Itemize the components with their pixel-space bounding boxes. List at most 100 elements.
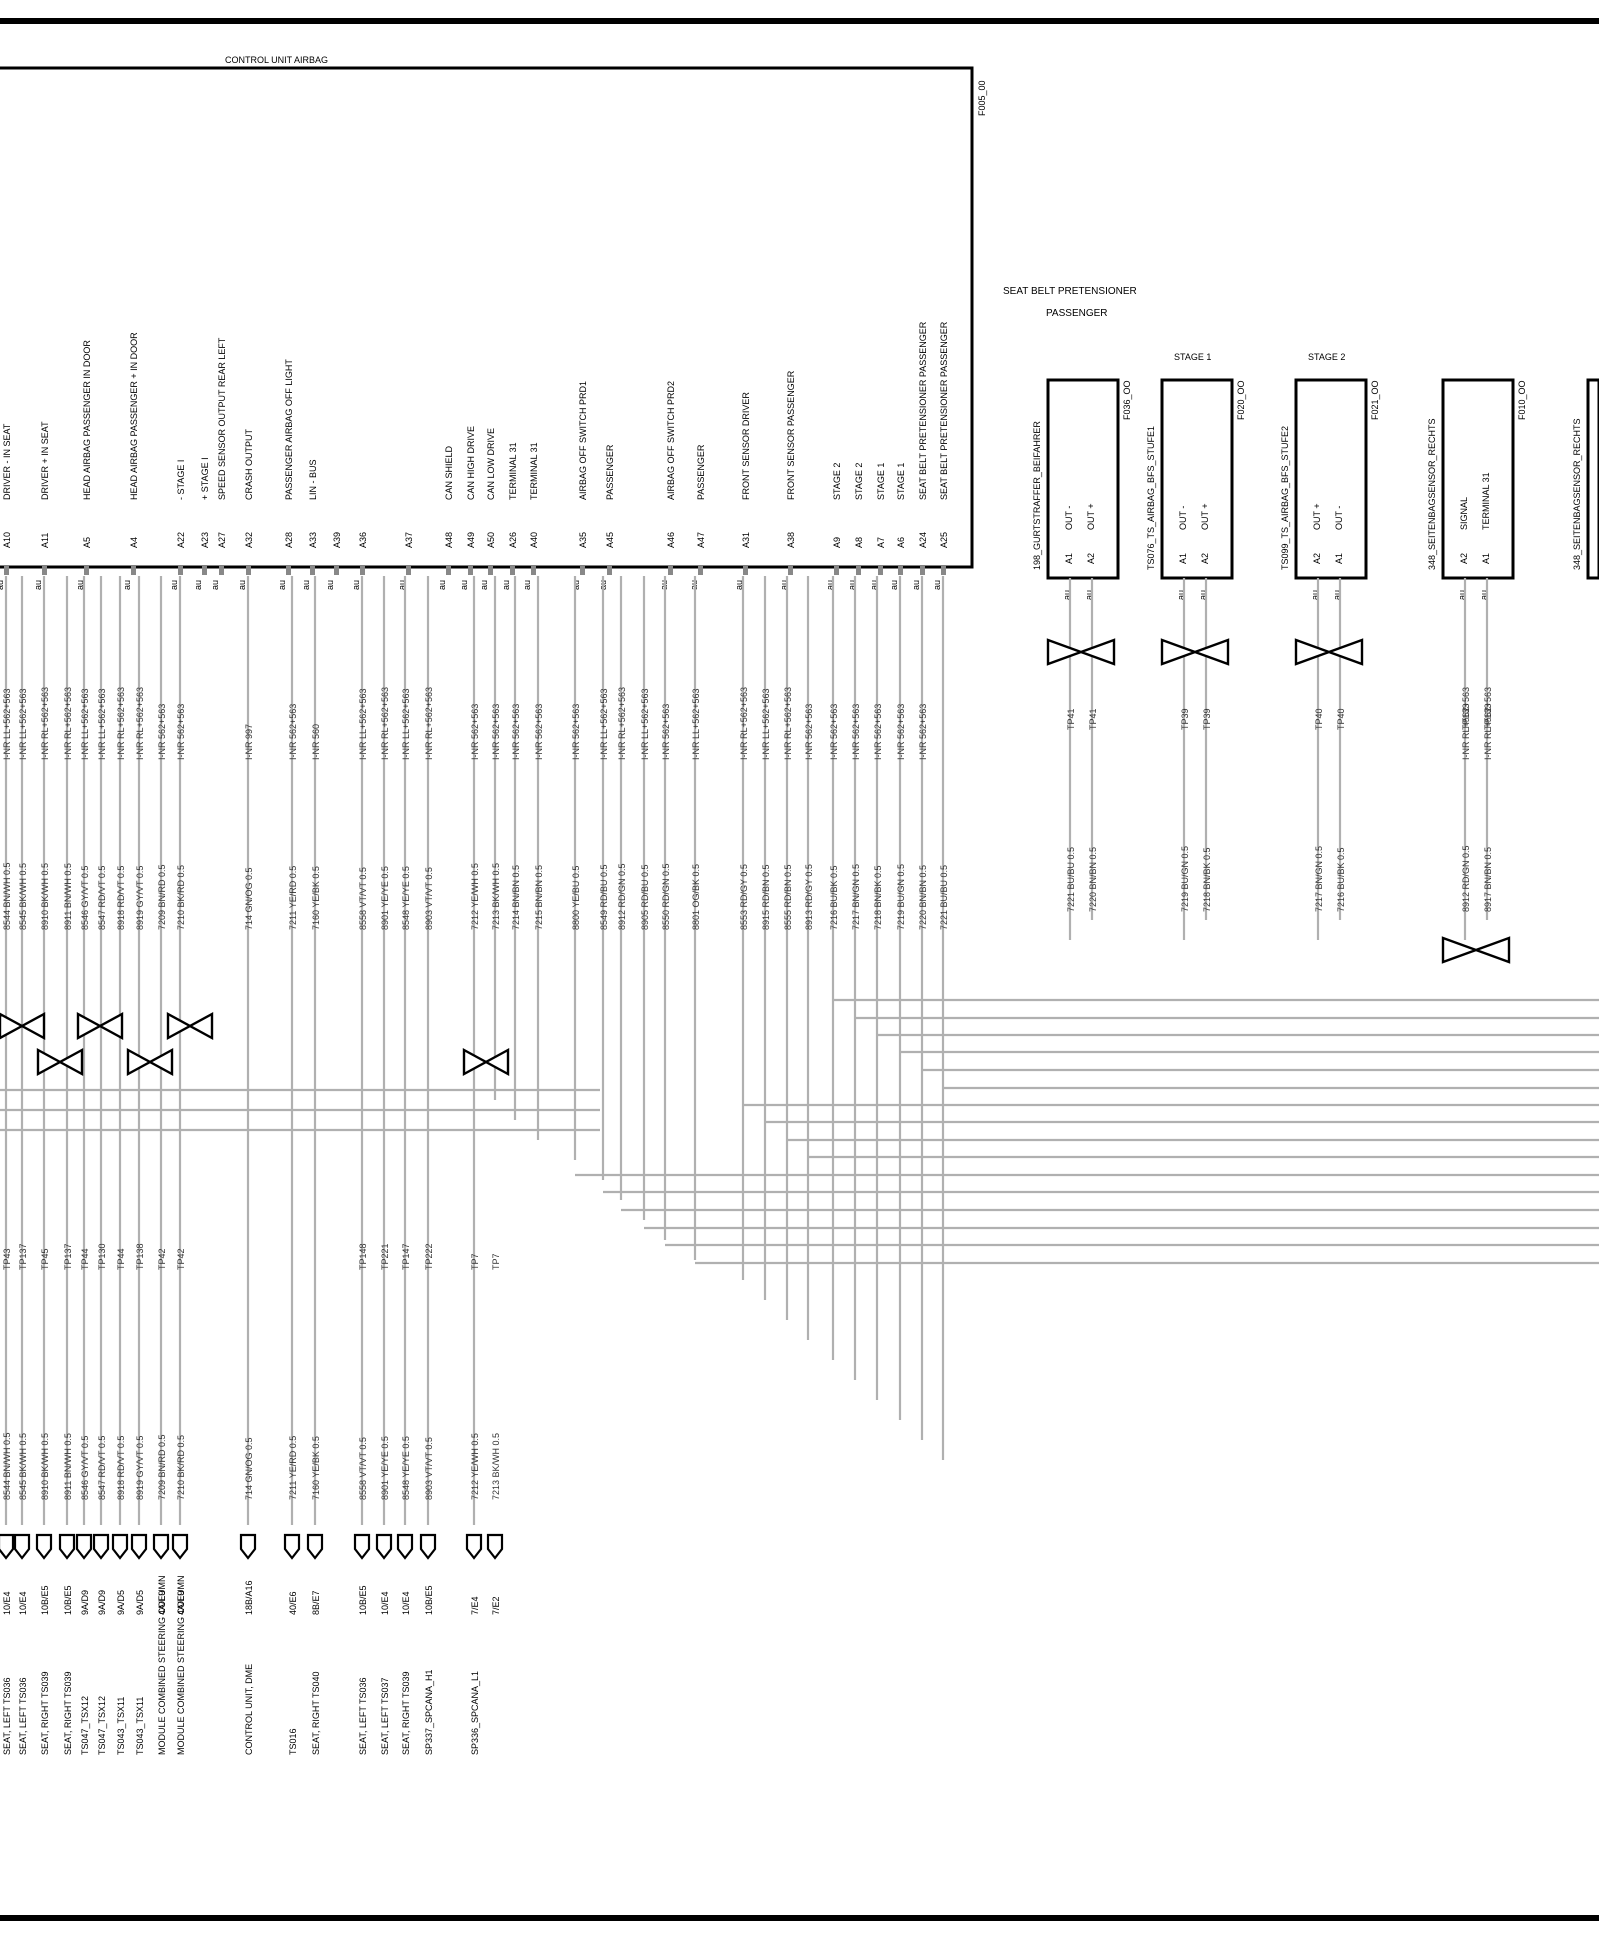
- wire-option-code: I-NR 562+563: [804, 704, 814, 760]
- cu-pin-label: CAN HIGH DRIVE: [466, 426, 476, 500]
- cu-pin-number: A8: [854, 537, 864, 548]
- cu-pin-tag: au: [33, 580, 43, 590]
- cu-pin-stub: [856, 566, 861, 575]
- wire-label: 8545 BK/WH 0.5: [18, 863, 28, 930]
- component-id: F020_OO: [1236, 380, 1246, 420]
- connector-ref: 9A/D9: [97, 1590, 107, 1615]
- cu-pin-tag: au: [169, 580, 179, 590]
- component-pin-label: TERMINAL 31: [1481, 472, 1491, 530]
- twisted-pair-marker: [126, 1047, 174, 1077]
- component-wire-label: 7220 BN/BN 0.5: [1088, 847, 1098, 912]
- wire-option-code: I-NR 562+563: [288, 704, 298, 760]
- connector-plug: [353, 1533, 371, 1560]
- cu-pin-label: SEAT BELT PRETENSIONER PASSENGER: [939, 321, 949, 500]
- cu-pin-tag: au: [301, 580, 311, 590]
- wire-option-code: I-NR 562+563: [661, 704, 671, 760]
- connector-ref: 10/E4: [401, 1591, 411, 1615]
- cu-pin-number: A11: [40, 533, 50, 548]
- component-name: 198_GURTSTRAFFER_BEIFAHRER: [1032, 421, 1042, 570]
- wire-label: 714 GN/OG 0.5: [244, 867, 254, 930]
- test-point-label: TP45: [40, 1248, 50, 1270]
- wire-label: 8801 OG/BK 0.5: [691, 864, 701, 930]
- connector-ref: 7/E2: [491, 1596, 501, 1615]
- destination-label: SEAT, LEFT TS036: [358, 1677, 368, 1755]
- connector-plug: [75, 1533, 93, 1560]
- wire-label: 7220 BN/BN 0.5: [918, 865, 928, 930]
- test-point-label: TP138: [135, 1243, 145, 1270]
- lower-wire-label: 7210 BK/RD 0.5: [176, 1435, 186, 1500]
- test-point-label: TP147: [401, 1243, 411, 1270]
- test-point-label: TP44: [80, 1248, 90, 1270]
- connector-ref: 10/E4: [380, 1591, 390, 1615]
- connector-plug: [152, 1533, 170, 1560]
- destination-label: SEAT, LEFT TS036: [2, 1677, 12, 1755]
- component-option-code: I-NR RL+562+563: [1461, 687, 1471, 760]
- cu-pin-stub: [446, 566, 451, 575]
- cu-pin-stub: [531, 566, 536, 575]
- test-point-label: TP7: [491, 1253, 501, 1270]
- component-stage: STAGE 1: [1174, 352, 1211, 362]
- cu-pin-label: FRONT SENSOR DRIVER: [741, 392, 751, 500]
- wire-label: 8544 BN/WH 0.5: [2, 862, 12, 930]
- cu-pin-label: AIRBAG OFF SWITCH PRD2: [666, 381, 676, 500]
- cu-pin-label: STAGE 2: [832, 463, 842, 500]
- wire-label: 8800 YE/BU 0.5: [571, 866, 581, 930]
- lower-wire-label: 8546 GY/VT 0.5: [80, 1436, 90, 1500]
- wire-label: 8548 YE/YE 0.5: [401, 866, 411, 930]
- lower-wire-label: 8903 VT/VT 0.5: [424, 1437, 434, 1500]
- wire-label: 8546 GY/VT 0.5: [80, 866, 90, 930]
- test-point-label: TP44: [116, 1248, 126, 1270]
- component-pin: A2: [1086, 553, 1096, 564]
- wire-option-code: I-NR RL+562+563: [380, 687, 390, 760]
- wire-label: 8549 RD/BU 0.5: [599, 864, 609, 930]
- cu-pin-tag: au: [847, 580, 857, 590]
- lower-wire-label: 7211 YE/RD 0.5: [288, 1436, 298, 1500]
- wire-label: 7218 BN/BK 0.5: [873, 865, 883, 930]
- component-pin-tag: au: [1062, 590, 1072, 600]
- component-pin-label: OUT -: [1064, 506, 1074, 530]
- connector-ref: 9A/D5: [116, 1590, 126, 1615]
- wire-option-code: I-NR RL+562+563: [135, 687, 145, 760]
- wire-option-code: I-NR LL+562+563: [691, 688, 701, 760]
- cu-pin-number: A37: [404, 532, 414, 548]
- wire-option-code: I-NR LL+562+563: [599, 688, 609, 760]
- cu-pin-number: A36: [358, 532, 368, 548]
- twisted-pair-marker: [166, 1011, 214, 1041]
- component-pin-tag: au: [1310, 590, 1320, 600]
- connector-plug: [92, 1533, 110, 1560]
- destination-label: SEAT, RIGHT TS039: [63, 1671, 73, 1755]
- cu-pin-label: STAGE 2: [854, 463, 864, 500]
- wire-option-code: I-NR 562+563: [571, 704, 581, 760]
- wire-label: 8547 RD/VT 0.5: [97, 866, 107, 930]
- cu-pin-tag: au: [869, 580, 879, 590]
- cu-pin-tag: au: [437, 580, 447, 590]
- wire-option-code: I-NR LL+562+563: [2, 688, 12, 760]
- wire-option-code: I-NR 562+563: [918, 704, 928, 760]
- twisted-pair-marker: [1294, 638, 1364, 666]
- connector-ref: 10B/E5: [424, 1585, 434, 1615]
- wire-label: 7217 BN/GN 0.5: [851, 864, 861, 930]
- cu-pin-stub: [668, 566, 673, 575]
- cu-pin-stub: [131, 566, 136, 575]
- cu-pin-number: A26: [508, 532, 518, 548]
- connector-plug: [419, 1533, 437, 1560]
- wire-option-code: I-NR RL+562+563: [739, 687, 749, 760]
- wire-option-code: I-NR 562+563: [157, 704, 167, 760]
- wire-label: 7215 BN/BN 0.5: [534, 865, 544, 930]
- cu-pin-label: SEAT BELT PRETENSIONER PASSENGER: [918, 321, 928, 500]
- cu-pin-stub: [84, 566, 89, 575]
- connector-plug: [0, 1533, 15, 1560]
- component-pin: A1: [1334, 553, 1344, 564]
- seat-belt-sub: PASSENGER: [1046, 308, 1108, 319]
- destination-label: SEAT, LEFT TS037: [380, 1677, 390, 1755]
- cu-pin-stub: [310, 566, 315, 575]
- cu-pin-tag: au: [351, 580, 361, 590]
- component-pin-tag: au: [1332, 590, 1342, 600]
- wire-option-code: I-NR 562+563: [491, 704, 501, 760]
- component-test-point: TP41: [1088, 708, 1098, 730]
- cu-pin-stub: [580, 566, 585, 575]
- destination-label: SEAT, RIGHT TS040: [311, 1671, 321, 1755]
- cu-pin-number: A28: [284, 532, 294, 548]
